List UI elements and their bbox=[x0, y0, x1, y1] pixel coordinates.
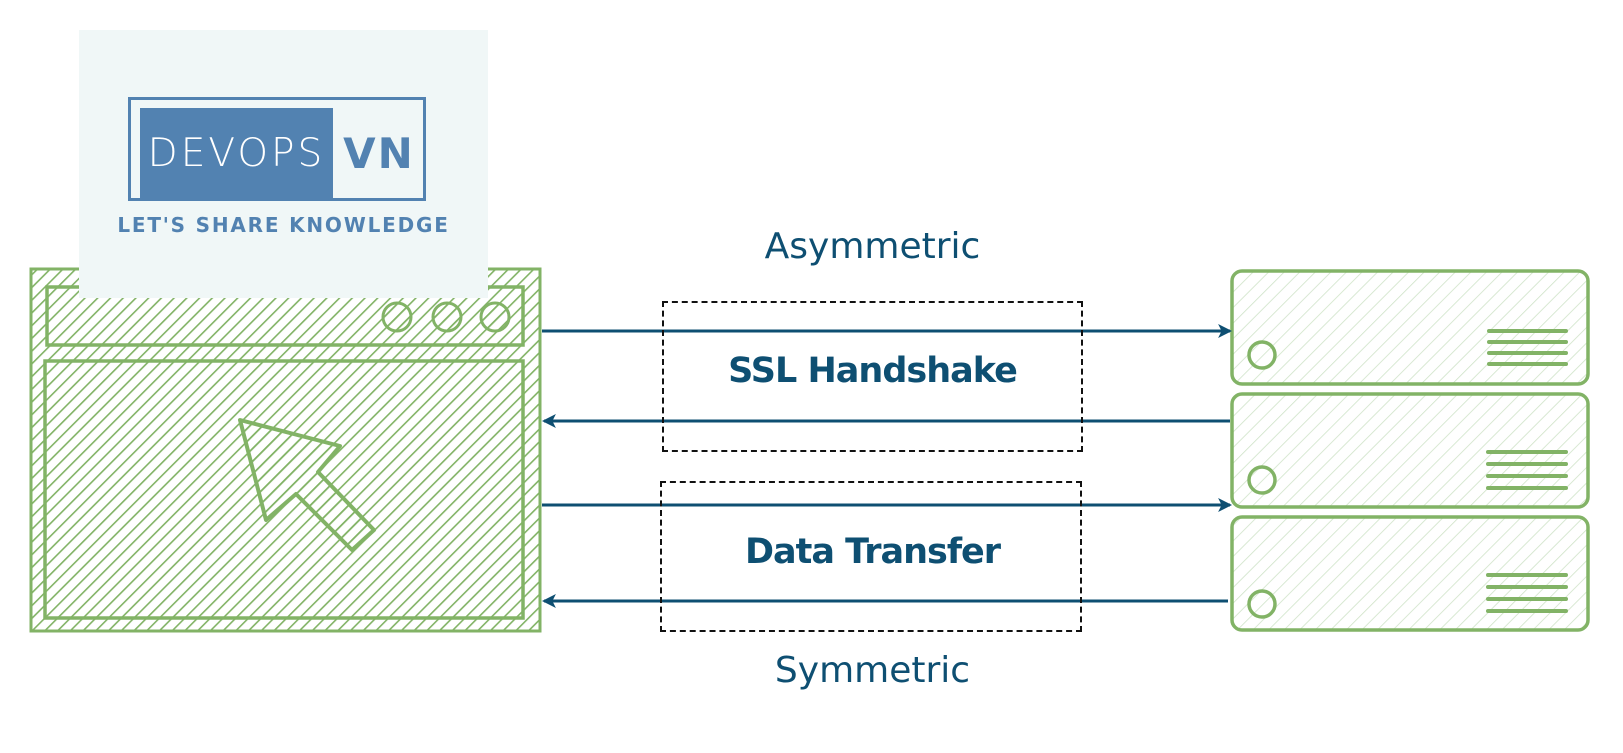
window-button-icon bbox=[381, 301, 413, 333]
data-transfer-title: Data Transfer bbox=[744, 532, 1001, 572]
server-vent-icon bbox=[1486, 573, 1568, 613]
window-button-icon bbox=[479, 301, 511, 333]
browser-window bbox=[29, 267, 542, 633]
server-rack bbox=[1230, 269, 1590, 632]
ssl-handshake-box bbox=[662, 301, 1083, 452]
server-led-icon bbox=[1247, 340, 1277, 370]
server-unit bbox=[1230, 269, 1590, 386]
asymmetric-caption: Asymmetric bbox=[764, 226, 981, 267]
server-led-icon bbox=[1247, 589, 1277, 619]
symmetric-caption: Symmetric bbox=[774, 650, 971, 691]
server-vent-icon bbox=[1486, 450, 1568, 490]
logo-frame: DEVOPS VN bbox=[128, 97, 426, 201]
cursor-arrow-icon bbox=[238, 418, 376, 552]
server-unit bbox=[1230, 515, 1590, 632]
ssl-handshake-title: SSL Handshake bbox=[728, 351, 1018, 391]
arrows bbox=[541, 324, 1233, 608]
window-buttons bbox=[381, 301, 511, 333]
server-led-icon bbox=[1247, 465, 1277, 495]
data-transfer-box bbox=[660, 481, 1082, 632]
server-vent-icon bbox=[1487, 329, 1568, 366]
devopsvn-logo: DEVOPS VN LET'S SHARE KNOWLEDGE bbox=[79, 30, 488, 298]
server-unit bbox=[1230, 392, 1590, 509]
logo-vn-text: VN bbox=[343, 128, 415, 178]
logo-tagline: LET'S SHARE KNOWLEDGE bbox=[117, 213, 450, 237]
browser-content-area bbox=[43, 359, 525, 620]
window-button-icon bbox=[431, 301, 463, 333]
logo-devops-text: DEVOPS bbox=[140, 108, 333, 198]
